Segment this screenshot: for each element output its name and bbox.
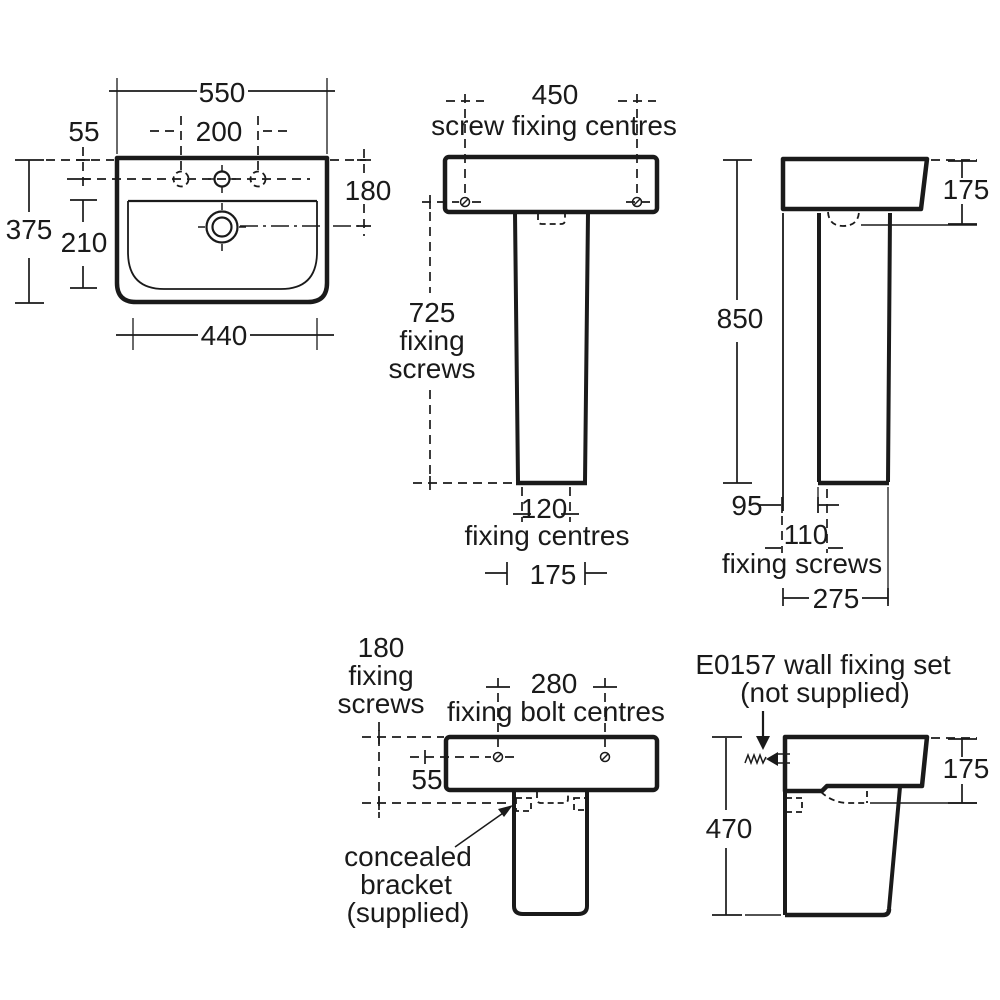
pedestal-outline <box>513 212 590 483</box>
dim-180-semi: 180 fixing screws <box>337 632 512 818</box>
fixing-bolt-right-icon <box>599 751 611 763</box>
fixing-set-note-2: (not supplied) <box>740 677 910 708</box>
semi-pedestal-outline <box>512 791 589 916</box>
bracket-leader-arrow <box>454 805 513 848</box>
fixing-set-arrow <box>756 711 770 750</box>
dim-725-caption-1: fixing <box>399 325 464 356</box>
dim-200: 200 <box>150 116 289 171</box>
hidden-trap-outline <box>537 214 566 225</box>
dim-280-caption: fixing bolt centres <box>447 696 665 727</box>
dim-375: 375 <box>6 159 53 304</box>
bracket-note-3: (supplied) <box>347 897 470 928</box>
dim-200-label: 200 <box>196 116 243 147</box>
plan-view: 55 550 200 375 210 180 <box>6 77 392 351</box>
dim-175-side: 175 <box>931 159 990 225</box>
basin-front-outline <box>442 154 660 215</box>
dim-275: 275 <box>782 487 889 614</box>
dim-55-semi: 55 <box>410 750 514 795</box>
dim-450: 450 screw fixing centres <box>431 79 677 198</box>
dim-550: 550 <box>109 77 335 154</box>
basin-front-semi-outline <box>443 734 660 793</box>
basin-outline <box>114 155 330 305</box>
basin-side-semi-outline <box>782 734 930 794</box>
waste-outlet-icon <box>198 203 246 251</box>
wall-screw-left-icon <box>459 196 471 208</box>
dim-850-label: 850 <box>717 303 764 334</box>
hidden-trap-outline-semi <box>536 792 569 804</box>
pedestal-side-outline <box>817 212 892 483</box>
semi-pedestal-side-base <box>785 908 892 918</box>
dim-280: 280 fixing bolt centres <box>447 668 665 752</box>
concealed-bracket-left-icon <box>515 797 532 812</box>
wall-plug-screw-icon <box>744 752 790 766</box>
side-view-pedestal: 850 175 95 110 fixing screws 275 <box>717 156 990 614</box>
dim-110-label: 110 <box>784 519 829 550</box>
dim-440: 440 <box>116 318 334 351</box>
front-view-semi-pedestal: 180 fixing screws 280 fixing bolt centre… <box>337 632 665 928</box>
dim-850: 850 <box>717 159 764 484</box>
dim-55-semi-label: 55 <box>411 764 442 795</box>
dim-440-label: 440 <box>201 320 248 351</box>
concealed-bracket-right-icon <box>573 797 589 811</box>
dim-280-label: 280 <box>531 668 578 699</box>
dim-450-label: 450 <box>532 79 579 110</box>
concealed-bracket-side-icon <box>785 797 803 813</box>
fixing-set-note-1: E0157 wall fixing set <box>695 649 950 680</box>
dim-110: 110 fixing screws <box>722 489 882 579</box>
hidden-underside-line <box>820 791 868 804</box>
dim-210: 210 <box>61 199 108 289</box>
dim-110-caption: fixing screws <box>722 548 882 579</box>
fixing-bolt-left-icon <box>492 751 504 763</box>
front-view-pedestal: 450 screw fixing centres 725 fixing scre… <box>388 79 677 590</box>
dim-725-label: 725 <box>409 297 456 328</box>
dim-550-label: 550 <box>199 77 246 108</box>
taphole-centre-icon <box>208 165 236 193</box>
bowl-outline <box>127 201 318 290</box>
dim-180-semi-caption-1: fixing <box>348 660 413 691</box>
semi-pedestal-side-outline <box>783 786 902 915</box>
dim-180-semi-label: 180 <box>358 632 405 663</box>
dim-450-caption: screw fixing centres <box>431 110 677 141</box>
bracket-note-2: bracket <box>360 869 452 900</box>
dim-725-caption-2: screws <box>388 353 475 384</box>
dim-120-label: 120 <box>521 493 568 524</box>
side-view-semi-pedestal: E0157 wall fixing set (not supplied) 175… <box>695 649 990 918</box>
dim-470: 470 <box>706 736 781 916</box>
dim-55: 55 <box>68 116 100 186</box>
dim-275-label: 275 <box>813 583 860 614</box>
dim-175-side-label: 175 <box>943 174 990 205</box>
dim-175-base-label: 175 <box>530 559 577 590</box>
dim-175-base: 175 <box>485 559 607 590</box>
dim-55-label: 55 <box>68 116 99 147</box>
dim-180-label: 180 <box>345 175 392 206</box>
basin-side-outline <box>780 156 930 212</box>
dim-180: 180 <box>345 149 392 236</box>
dim-175-semi: 175 <box>931 737 990 804</box>
dim-470-label: 470 <box>706 813 753 844</box>
dim-120-caption: fixing centres <box>465 520 630 551</box>
dim-210-label: 210 <box>61 227 108 258</box>
dim-725: 725 fixing screws <box>388 195 650 490</box>
dim-95: 95 <box>731 487 839 521</box>
dim-95-label: 95 <box>731 490 762 521</box>
hidden-waste-arc <box>827 211 860 227</box>
bracket-note-1: concealed <box>344 841 472 872</box>
dim-120: 120 fixing centres <box>465 487 630 551</box>
dim-375-label: 375 <box>6 214 53 245</box>
dim-175-semi-label: 175 <box>943 753 990 784</box>
dim-180-semi-caption-2: screws <box>337 688 424 719</box>
